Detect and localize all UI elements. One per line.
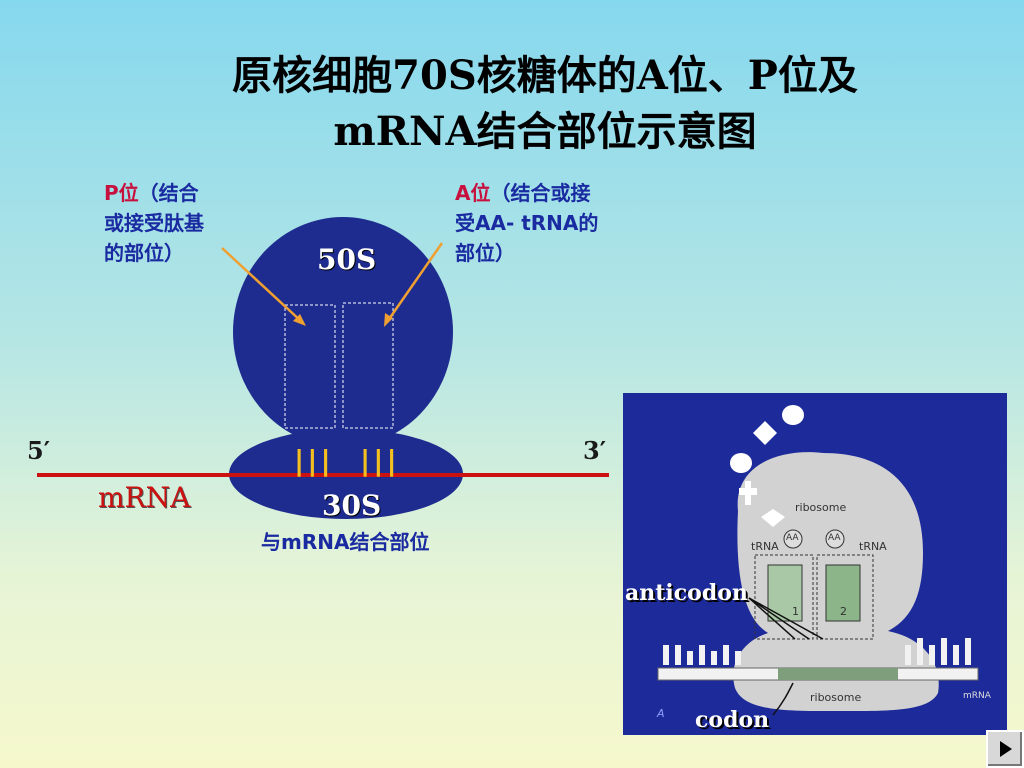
a-site-line-2: 受AA- tRNA的: [455, 211, 599, 235]
p-site-box: [284, 304, 336, 429]
inset-mrna-label: mRNA: [963, 691, 991, 701]
inset-aa-right-label: AA: [828, 533, 841, 543]
a-site-line-3: 部位）: [455, 241, 515, 265]
inset-site-1-label: 1: [792, 605, 799, 618]
next-slide-button[interactable]: [986, 730, 1024, 768]
inset-ribosome-bottom-label: ribosome: [810, 691, 862, 704]
a-site-heading: A位: [455, 181, 491, 205]
inset-aa-left-label: AA: [786, 533, 799, 543]
p-site-line-2: 或接受肽基: [104, 211, 204, 235]
play-icon: [1000, 741, 1012, 757]
p-site-note: P位（结合 或接受肽基 的部位）: [104, 178, 204, 268]
mrna-label: mRNA: [98, 481, 191, 514]
inset-trna-right-label: tRNA: [859, 540, 887, 553]
a-site-note: A位（结合或接 受AA- tRNA的 部位）: [455, 178, 598, 268]
p-site-heading: P位: [104, 181, 139, 205]
a-site-line-1: （结合或接: [490, 181, 591, 205]
three-prime-label: 3′: [583, 436, 607, 465]
title-line-2: mRNA结合部位示意图: [333, 108, 757, 155]
p-site-line-1: （结合: [138, 181, 199, 205]
p-site-line-3: 的部位）: [104, 241, 184, 265]
small-subunit-caption: 与mRNA结合部位: [261, 530, 430, 554]
a-site-arrow: [385, 242, 444, 323]
inset-site-2-label: 2: [840, 605, 847, 618]
small-subunit-label: 30S: [322, 489, 382, 522]
inset-trna-left-label: tRNA: [751, 540, 779, 553]
inset-ribosome-top-label: ribosome: [795, 501, 847, 514]
a-site-box: [342, 302, 394, 429]
five-prime-label: 5′: [27, 436, 51, 465]
large-subunit-label: 50S: [317, 243, 377, 276]
codon-mark-a: |||: [360, 444, 400, 477]
anticodon-label: anticodon: [625, 580, 748, 606]
title-line-1: 原核细胞70S核糖体的A位、P位及: [232, 52, 858, 99]
codon-mark-p: |||: [294, 444, 334, 477]
inset-ribosome-drawing: [657, 405, 979, 716]
inset-panel-letter: A: [657, 707, 665, 720]
inset-figure: ribosome ribosome tRNA tRNA AA AA 1 2 mR…: [623, 393, 1007, 735]
p-site-arrow: [221, 247, 304, 324]
codon-label: codon: [695, 707, 770, 733]
page-title: 原核细胞70S核糖体的A位、P位及 mRNA结合部位示意图: [170, 48, 920, 160]
